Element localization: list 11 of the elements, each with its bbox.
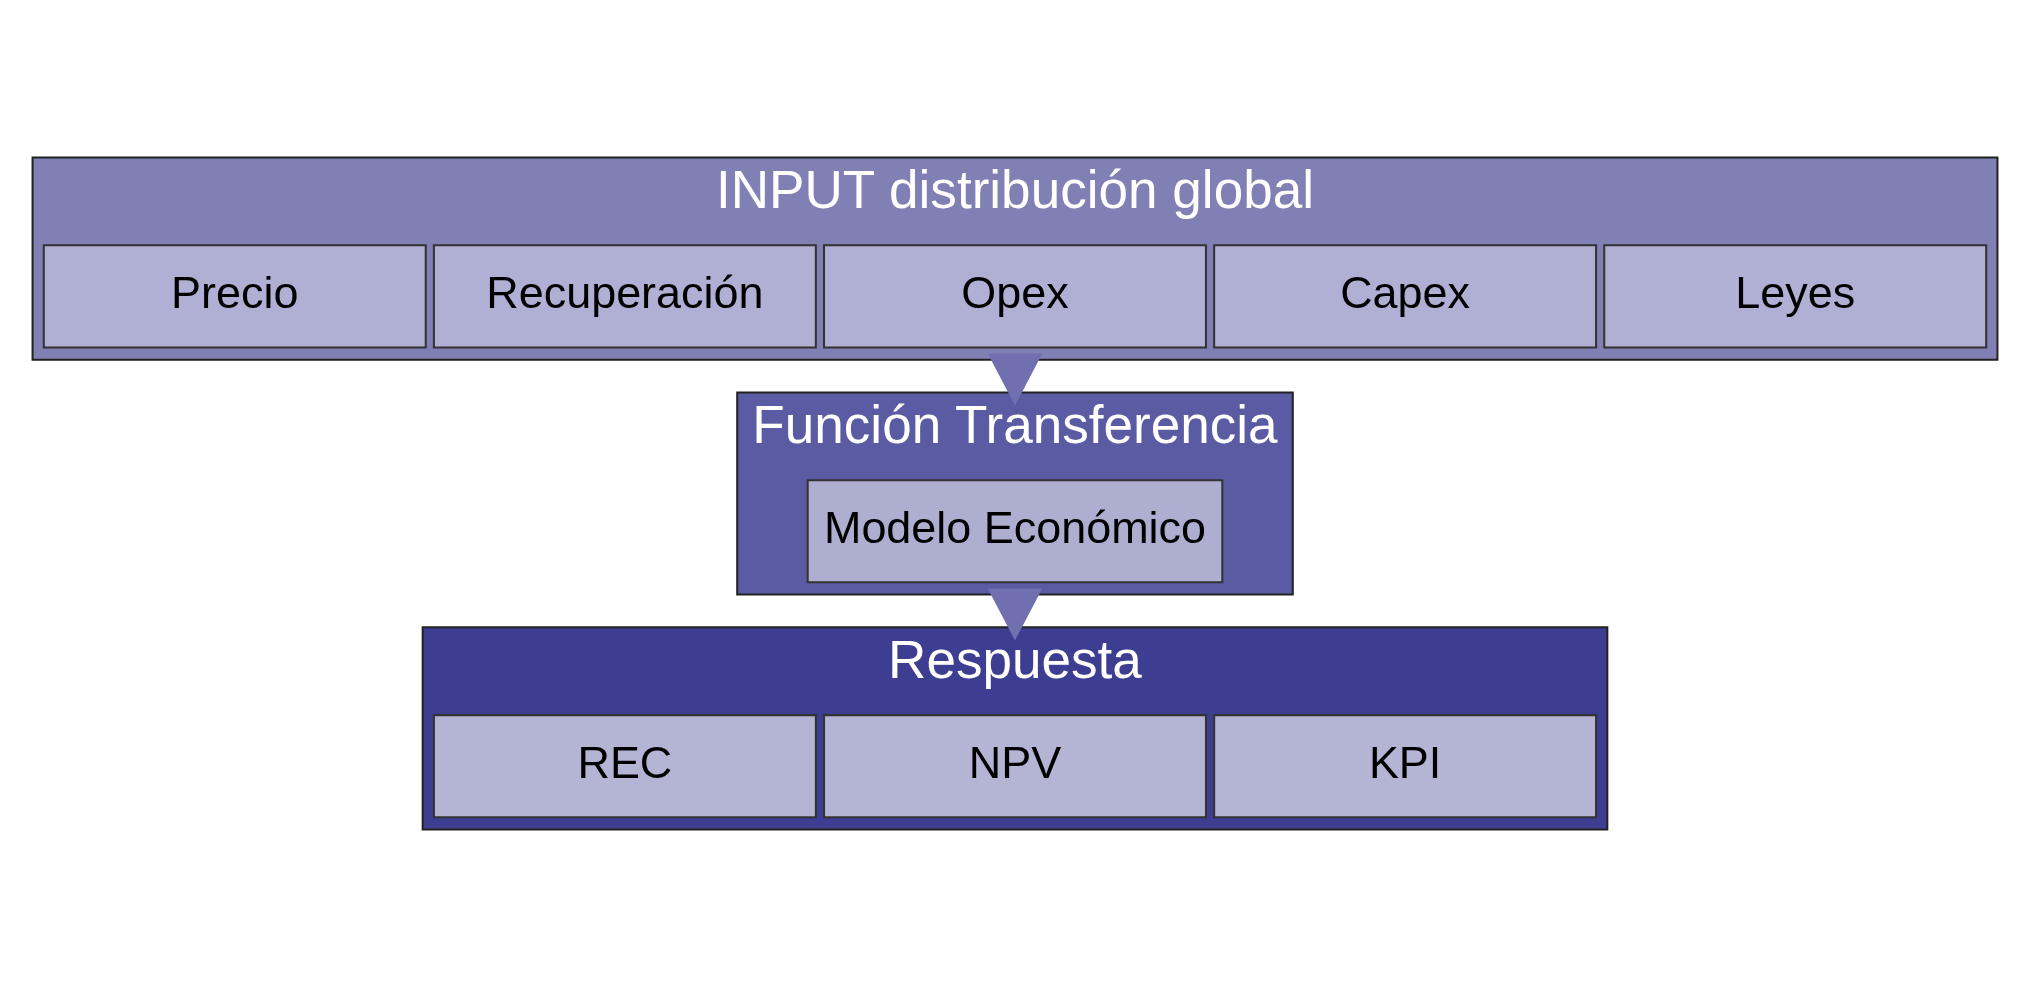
node-box: Leyes <box>1603 244 1988 349</box>
node-box: Opex <box>823 244 1207 349</box>
node-box: Precio <box>42 244 427 349</box>
arrow <box>987 588 1043 641</box>
node-box: Capex <box>1213 244 1598 349</box>
node-box: NPV <box>823 714 1207 819</box>
node-box: KPI <box>1213 714 1598 819</box>
node-box: Modelo Económico <box>806 479 1224 584</box>
node-box: REC <box>432 714 817 819</box>
arrow <box>987 353 1043 406</box>
node-box: Recuperación <box>432 244 817 349</box>
